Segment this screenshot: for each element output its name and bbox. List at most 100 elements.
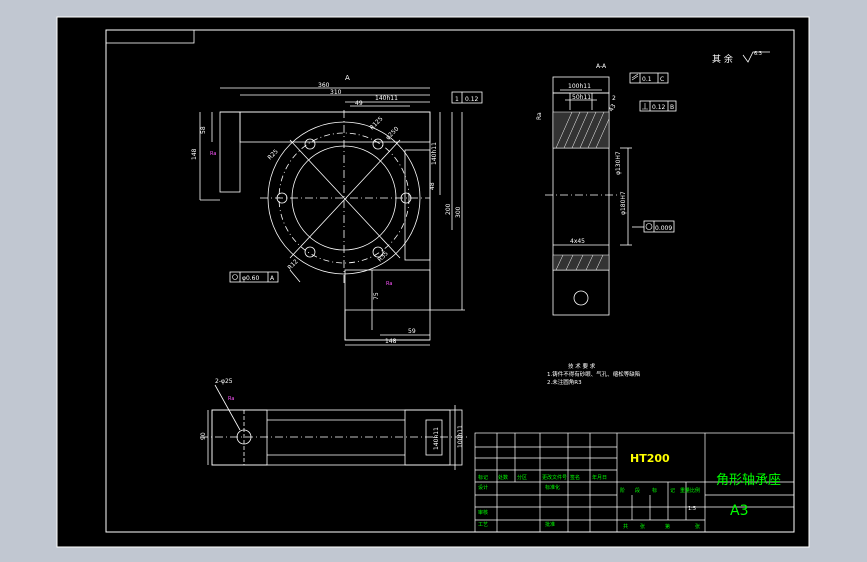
main-view	[199, 87, 465, 346]
part-name: 角形轴承座	[716, 473, 781, 488]
notes-title: 技 术 要 求	[568, 362, 596, 370]
notes-line-1: 1.铸件不得有砂眼、气孔、缩松等缺陷	[547, 370, 640, 378]
bottom-flange	[344, 269, 431, 341]
bottom-view	[200, 384, 470, 470]
scale-value: 1:5	[688, 506, 696, 512]
position-tolerance-frame	[229, 271, 279, 283]
bottom-holes-label: 2-φ25	[215, 378, 233, 385]
dim-140: 140h11	[375, 95, 398, 102]
title-block-footer: 共张第张	[623, 523, 700, 530]
section-height-mark: Ra	[536, 112, 543, 120]
perp-tol: 0.12	[652, 104, 666, 111]
finish-value: 6.3	[754, 51, 762, 57]
dim-phi130: φ130H7	[615, 151, 622, 175]
bolt-hole-3	[372, 246, 384, 258]
title-block-row-1: 标记 处数 分区 更改文件号签名 年月日	[478, 474, 607, 481]
dim-bottom-b: 100h11	[457, 425, 464, 448]
finish-symbol-icon	[742, 51, 770, 63]
left-flange	[219, 111, 241, 193]
section-label: A-A	[596, 63, 607, 70]
perpendicular-icon	[642, 103, 648, 110]
dim-90: 90	[200, 432, 207, 440]
leader-r12	[289, 269, 301, 283]
tb-header-cell-4: 签名	[570, 474, 580, 481]
perp-tolerance-frame	[639, 100, 677, 112]
tb-standard: 标准化	[545, 484, 560, 491]
roughness-mark-3: Ra	[228, 396, 234, 402]
tb-header-cell-5: 年月日	[592, 474, 607, 481]
bottom-left-block	[211, 409, 268, 466]
dim-58: 58	[200, 126, 207, 134]
tb-review: 审核	[478, 509, 488, 516]
bolt-circle	[278, 132, 410, 264]
tb-header-cell-3: 更改文件号	[542, 474, 567, 481]
tb-stage-cell-4: 重量	[680, 487, 690, 494]
roughness-mark-1: Ra	[210, 151, 216, 157]
tb-process: 工艺	[478, 522, 488, 528]
position-icon	[232, 274, 238, 280]
bolt-hole-6	[304, 138, 316, 150]
tb-footer-cell-2: 第	[665, 523, 670, 530]
cyl-tolerance-frame	[643, 220, 675, 233]
finish-note: 其 余	[712, 53, 733, 65]
dim-148: 148	[191, 148, 198, 160]
tb-approve: 批准	[545, 521, 555, 528]
dim-360: 360	[318, 82, 330, 89]
tb-stage-cell-0: 阶	[620, 487, 625, 494]
perp-ref: B	[670, 104, 674, 111]
section-foot-hole	[573, 290, 589, 306]
title-block	[474, 432, 795, 533]
diag-line-2	[289, 139, 401, 259]
drawing-sheet	[56, 16, 810, 548]
dim-48: 48	[429, 182, 436, 190]
bottom-right-block	[404, 409, 451, 466]
tolerance-flatness: 1	[455, 96, 459, 103]
parallel-ref: C	[660, 76, 664, 83]
tb-header-cell-2: 分区	[517, 474, 527, 481]
bottom-slot	[425, 419, 443, 456]
tb-stage-cell-5: 比例	[690, 487, 700, 494]
dim-49: 49	[355, 100, 363, 107]
tolerance-frame-top	[451, 91, 483, 104]
tolerance-value: 0.12	[465, 96, 479, 103]
dim-bottom-a: 140h11	[433, 427, 440, 450]
title-block-stage: 阶段标记重量比例	[620, 487, 700, 494]
dim-2: 2	[612, 95, 616, 102]
section-hatch-top	[552, 111, 610, 149]
dim-h11: 140h11	[431, 142, 438, 165]
position-tolerance: φ0.60	[242, 275, 260, 282]
dim-148b: 148	[385, 338, 397, 345]
tb-footer-cell-3: 张	[695, 523, 700, 530]
parallel-icon	[631, 73, 639, 81]
cylindricity-icon	[645, 223, 653, 230]
inner-border	[105, 29, 795, 533]
dim-310: 310	[330, 89, 342, 96]
tb-footer-cell-0: 共	[623, 523, 628, 530]
dim-200: 200	[445, 203, 452, 215]
right-rib	[404, 149, 431, 261]
view-a-label: A	[345, 74, 350, 82]
tb-stage-cell-3: 记	[670, 487, 675, 494]
tb-header-cell-1: 处数	[498, 474, 508, 481]
leader-2phi25	[214, 384, 241, 431]
parallel-tolerance-frame	[629, 72, 669, 84]
section-hatch-bottom	[552, 254, 610, 271]
dim-300: 300	[455, 206, 462, 218]
dim-100h11: 100h11	[568, 83, 591, 90]
code-box	[105, 29, 195, 44]
bolt-hole-1	[372, 138, 384, 150]
dim-75: 75	[373, 292, 380, 300]
dim-50h11: 50h11	[572, 94, 591, 101]
dim-4x45: 4x45	[570, 238, 585, 245]
dim-phi180: φ180H7	[620, 191, 627, 215]
tb-stage-cell-2: 标	[652, 487, 657, 494]
tb-designer: 设计	[478, 484, 488, 491]
dim-43: 43	[608, 103, 618, 113]
notes-line-2: 2.未注圆角R3	[547, 378, 582, 386]
sheet-size: A3	[730, 503, 748, 519]
dim-59: 59	[408, 328, 416, 335]
tb-header-cell-0: 标记	[478, 474, 488, 481]
material-label: HT200	[630, 452, 670, 465]
roughness-mark-2: Ra	[386, 281, 392, 287]
position-reference: A	[270, 275, 275, 282]
